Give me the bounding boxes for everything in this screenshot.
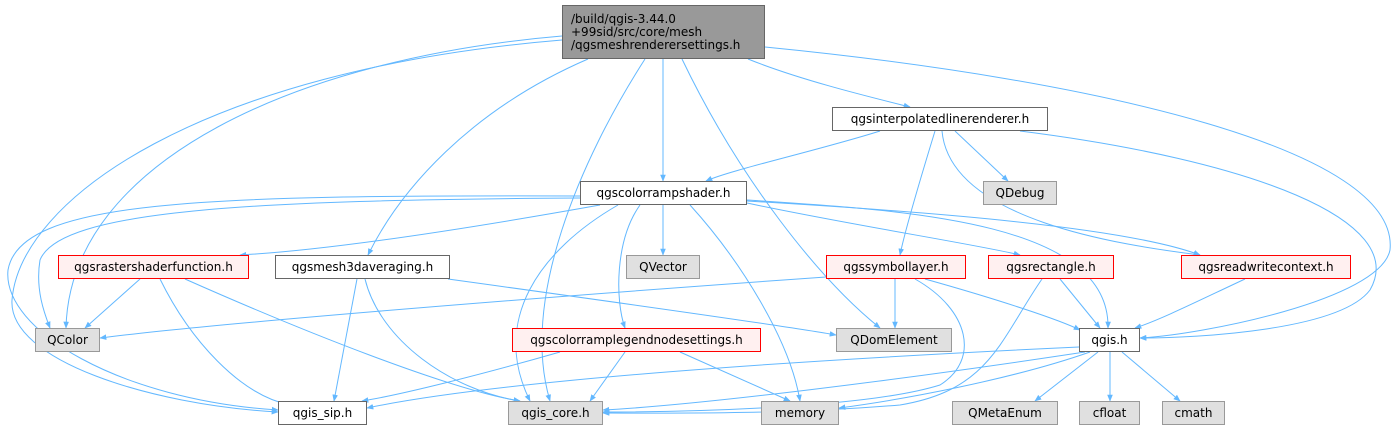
edge-mesh3d-to-qgis-sip <box>332 278 358 402</box>
edge-root-to-qdom <box>681 58 881 329</box>
node-qgscolorrampshader[interactable]: qgscolorrampshader.h <box>580 181 747 205</box>
node-qmetaenum[interactable]: QMetaEnum <box>952 401 1058 425</box>
node-qgssymbollayer[interactable]: qgssymbollayer.h <box>826 255 966 279</box>
edge-symbollayer-to-qcolor <box>99 276 827 340</box>
edge-colorramp-to-legendnode <box>618 204 641 329</box>
edge-qgis-h-to-cmath <box>1121 351 1181 402</box>
root-path-line-1: /build/qgis-3.44.0 <box>571 11 676 26</box>
edge-colorramp-to-qcolor <box>38 197 581 329</box>
edge-legendnode-to-qgis-sip <box>361 351 561 403</box>
edge-qgis-h-to-qgis-sip <box>366 346 1080 410</box>
edge-root-to-interp <box>747 58 911 109</box>
edge-symbollayer-to-qgis-h <box>924 278 1081 331</box>
node-qdomelement[interactable]: QDomElement <box>836 328 952 352</box>
edge-colorramp-to-readwrite <box>746 200 1201 256</box>
node-qgscolorramplegendnodesettings[interactable]: qgscolorramplegendnodesettings.h <box>512 328 761 352</box>
edge-mesh3d-to-qdom <box>447 278 837 337</box>
node-qgsrectangle[interactable]: qgsrectangle.h <box>988 255 1114 279</box>
edge-root-to-qgis-h <box>764 46 1391 341</box>
edge-interp-to-qdebug <box>954 130 1009 182</box>
root-path-line-3: /qgsmeshrenderersettings.h <box>571 37 741 52</box>
node-qdebug[interactable]: QDebug <box>983 181 1057 205</box>
node-qgis-core[interactable]: qgis_core.h <box>508 401 603 425</box>
node-qcolor[interactable]: QColor <box>35 328 100 352</box>
edge-rastershader-to-qcolor <box>84 278 141 329</box>
node-cfloat[interactable]: cfloat <box>1079 401 1140 425</box>
edge-qgis-h-to-qgis-core <box>602 351 1086 413</box>
edge-rectangle-to-qgis-core <box>602 278 1043 416</box>
edge-root-to-qgis-sip <box>11 39 563 415</box>
edge-mesh3d-to-qgis-core <box>364 278 521 403</box>
edge-colorramp-to-qgis-sip <box>7 195 581 413</box>
edge-interp-to-qgis-h <box>1019 130 1377 341</box>
edge-qgis-h-to-qmetaenum <box>1034 351 1099 402</box>
edge-readwrite-to-qgis-h <box>1134 278 1246 329</box>
edge-legendnode-to-memory <box>679 351 791 402</box>
root-path-line-2: +99sid/src/core/mesh <box>571 24 703 39</box>
edge-interp-to-readwrite <box>941 130 1201 257</box>
edge-colorramp-to-rastershader <box>239 204 601 258</box>
root-file-node[interactable]: /build/qgis-3.44.0 +99sid/src/core/mesh … <box>562 5 765 59</box>
edge-rectangle-to-qgis-h <box>1059 278 1101 329</box>
edge-rastershader-to-qgis-core <box>184 278 521 403</box>
node-qvector[interactable]: QVector <box>626 255 700 279</box>
edge-symbollayer-to-qgis-core <box>602 278 965 415</box>
edge-qgis-h-to-memory <box>838 351 1091 410</box>
edge-rastershader-to-qgis-sip <box>159 278 291 407</box>
edge-root-to-qgis-core <box>541 58 646 402</box>
edge-colorramp-to-memory <box>689 204 802 402</box>
edge-interp-to-symbollayer <box>898 130 936 256</box>
edge-colorramp-to-qgis-core <box>515 204 619 402</box>
node-qgsinterpolatedlinerenderer[interactable]: qgsinterpolatedlinerenderer.h <box>832 107 1048 131</box>
node-qgsmesh3daveraging[interactable]: qgsmesh3daveraging.h <box>275 255 450 279</box>
node-memory[interactable]: memory <box>761 401 839 425</box>
edge-colorramp-to-rectangle <box>746 202 1021 257</box>
node-qgis-h[interactable]: qgis.h <box>1079 328 1140 352</box>
edge-root-to-mesh3d <box>367 58 589 256</box>
edge-colorramp-to-qgis-h <box>746 199 1111 329</box>
node-qgsreadwritecontext[interactable]: qgsreadwritecontext.h <box>1181 255 1351 279</box>
edge-interp-to-colorramp <box>705 130 881 182</box>
node-qgsrastershaderfunction[interactable]: qgsrastershaderfunction.h <box>58 255 249 279</box>
node-cmath[interactable]: cmath <box>1162 401 1225 425</box>
node-qgis-sip[interactable]: qgis_sip.h <box>278 401 367 425</box>
